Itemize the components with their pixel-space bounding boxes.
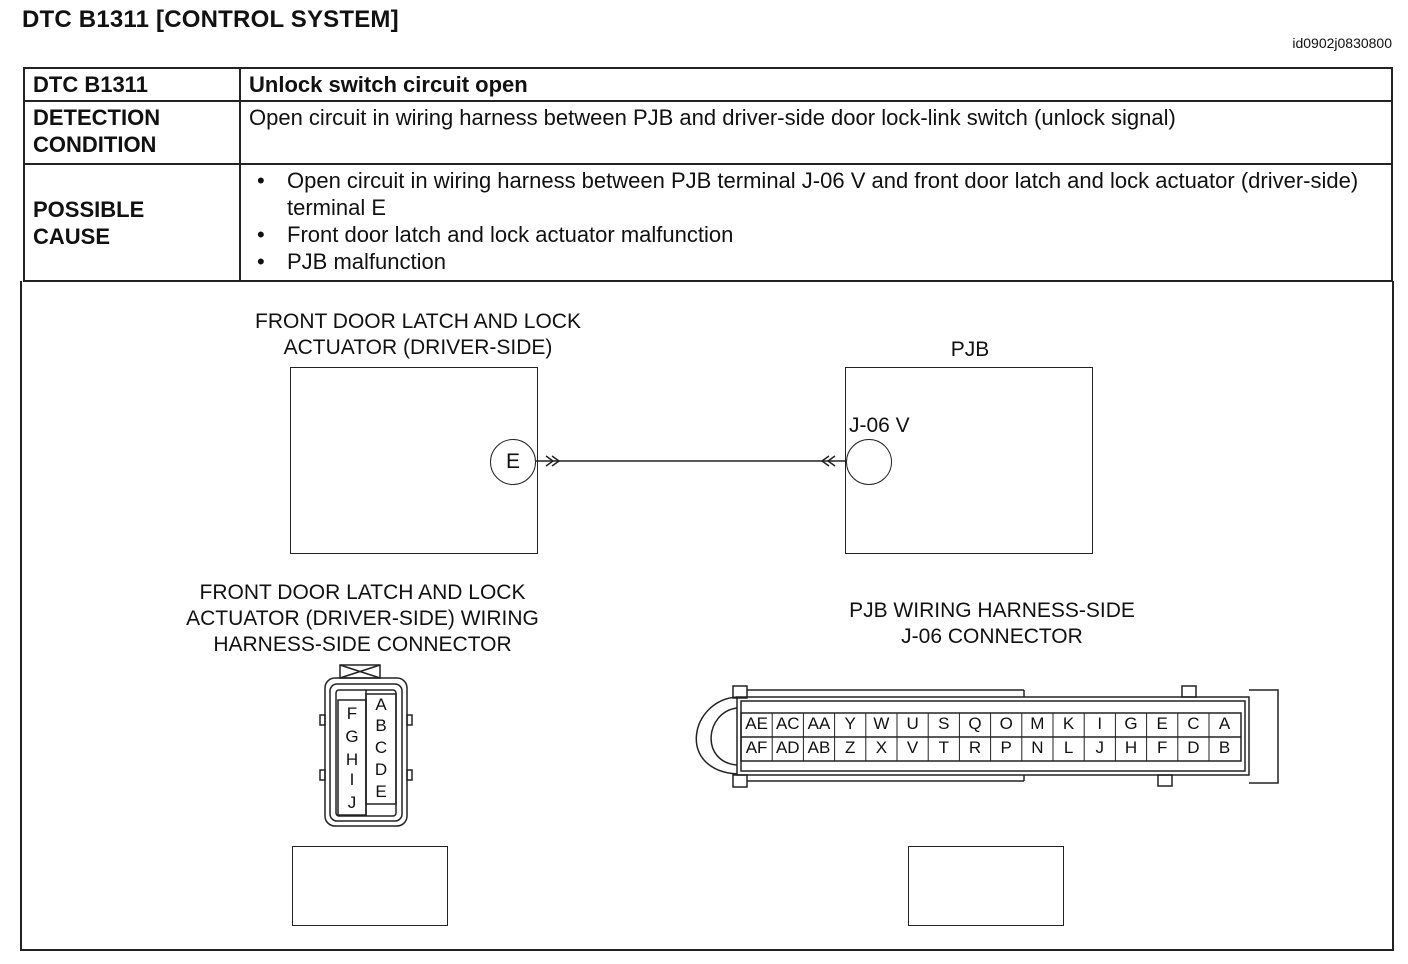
j06-pin-ac: AC — [775, 714, 800, 733]
j06-pin-s: S — [938, 714, 950, 733]
pjb-connector-title-line1: PJB WIRING HARNESS-SIDE — [849, 599, 1135, 622]
j06-pin-l: L — [1063, 738, 1074, 757]
dtc-label-cell: DTC B1311 — [23, 67, 241, 102]
terminal-j06v-circle — [846, 439, 892, 485]
pin-g: G — [345, 727, 359, 746]
cause-item: Front door latch and lock actuator malfu… — [257, 221, 1383, 248]
detection-label-line2: CONDITION — [33, 132, 157, 157]
actuator-connector-title-line1: FRONT DOOR LATCH AND LOCK — [199, 581, 526, 604]
possible-cause-cell: Open circuit in wiring harness between P… — [239, 163, 1393, 282]
cause-item: PJB malfunction — [257, 248, 1383, 275]
detection-condition-cell: Open circuit in wiring harness between P… — [239, 100, 1393, 165]
j06-pin-ab: AB — [807, 738, 831, 757]
dtc-description-cell: Unlock switch circuit open — [239, 67, 1393, 102]
actuator-title-line2: ACTUATOR (DRIVER-SIDE) — [283, 336, 553, 359]
document-id: id0902j0830800 — [1292, 35, 1392, 51]
j06-pin-r: R — [968, 738, 982, 757]
terminal-j06v-label: J-06 V — [849, 414, 910, 437]
j06-pin-m: M — [1030, 714, 1045, 733]
j06-pin-f: F — [1156, 738, 1168, 757]
j06-pin-y: Y — [844, 714, 856, 733]
j06-pin-i: I — [1097, 714, 1103, 733]
j06-pin-e: E — [1156, 714, 1168, 733]
pin-h: H — [345, 750, 359, 769]
j06-pin-t: T — [938, 738, 949, 757]
j06-pin-n: N — [1031, 738, 1044, 757]
pin-c: C — [374, 738, 388, 757]
actuator-title: FRONT DOOR LATCH AND LOCK ACTUATOR (DRIV… — [228, 309, 608, 361]
pjb-connector-body — [695, 685, 1279, 788]
j06-pin-h: H — [1124, 738, 1138, 757]
j06-pin-ae: AE — [745, 714, 768, 733]
possible-cause-label-line1: POSSIBLE — [33, 196, 145, 222]
actuator-connector-title-line2: ACTUATOR (DRIVER-SIDE) WIRING — [186, 607, 539, 630]
pin-j: J — [347, 793, 357, 812]
pjb-connector-view-box — [908, 846, 1064, 926]
actuator-title-line1: FRONT DOOR LATCH AND LOCK — [255, 310, 581, 333]
j06-pin-p: P — [1000, 738, 1012, 757]
j06-pin-g: G — [1124, 714, 1138, 733]
cause-list: Open circuit in wiring harness between P… — [249, 167, 1383, 275]
j06-pin-k: K — [1062, 714, 1075, 733]
dtc-info-table: DTC B1311 Unlock switch circuit open DET… — [23, 67, 1393, 282]
wiring-diagram-frame — [20, 281, 1394, 951]
pjb-title: PJB — [950, 338, 990, 361]
pin-b: B — [375, 716, 387, 735]
terminal-e-circle: E — [490, 439, 536, 485]
pjb-connector-title: PJB WIRING HARNESS-SIDE J-06 CONNECTOR — [812, 598, 1172, 650]
j06-pin-x: X — [875, 738, 888, 757]
cause-item: Open circuit in wiring harness between P… — [257, 167, 1383, 221]
actuator-connector-body — [319, 664, 413, 827]
j06-pin-d: D — [1187, 738, 1200, 757]
connector-symbol-pjb-side — [820, 455, 836, 467]
pjb-connector-title-line2: J-06 CONNECTOR — [901, 625, 1083, 648]
j06-pin-aa: AA — [807, 714, 831, 733]
pin-d: D — [374, 760, 388, 779]
detection-label-line1: DETECTION — [33, 105, 161, 130]
possible-cause-label-line2: CAUSE — [33, 223, 111, 249]
j06-pin-u: U — [906, 714, 919, 733]
j06-pin-ad: AD — [775, 738, 800, 757]
actuator-connector-title: FRONT DOOR LATCH AND LOCK ACTUATOR (DRIV… — [160, 580, 565, 658]
j06-pin-z: Z — [844, 738, 856, 757]
pin-f: F — [346, 704, 358, 723]
j06-pin-o: O — [999, 714, 1013, 733]
j06-pin-af: AF — [745, 738, 768, 757]
j06-pin-dividers — [771, 713, 1210, 761]
j06-pin-a: A — [1218, 714, 1231, 733]
j06-pin-j: J — [1095, 738, 1105, 757]
j06-pin-c: C — [1187, 714, 1200, 733]
j06-pin-w: W — [873, 714, 890, 733]
pin-e: E — [375, 782, 387, 801]
possible-cause-label-cell: POSSIBLE CAUSE — [23, 163, 241, 282]
actuator-connector-title-line3: HARNESS-SIDE CONNECTOR — [213, 633, 512, 656]
j06-pin-q: Q — [968, 714, 982, 733]
j06-pin-b: B — [1218, 738, 1231, 757]
pin-i: I — [349, 770, 355, 789]
connector-symbol-actuator-side — [545, 455, 561, 467]
j06-pin-v: V — [906, 738, 919, 757]
detection-condition-label-cell: DETECTION CONDITION — [23, 100, 241, 165]
pin-a: A — [375, 695, 387, 714]
page-title: DTC B1311 [CONTROL SYSTEM] — [22, 6, 399, 33]
actuator-connector-view-box — [292, 846, 448, 926]
